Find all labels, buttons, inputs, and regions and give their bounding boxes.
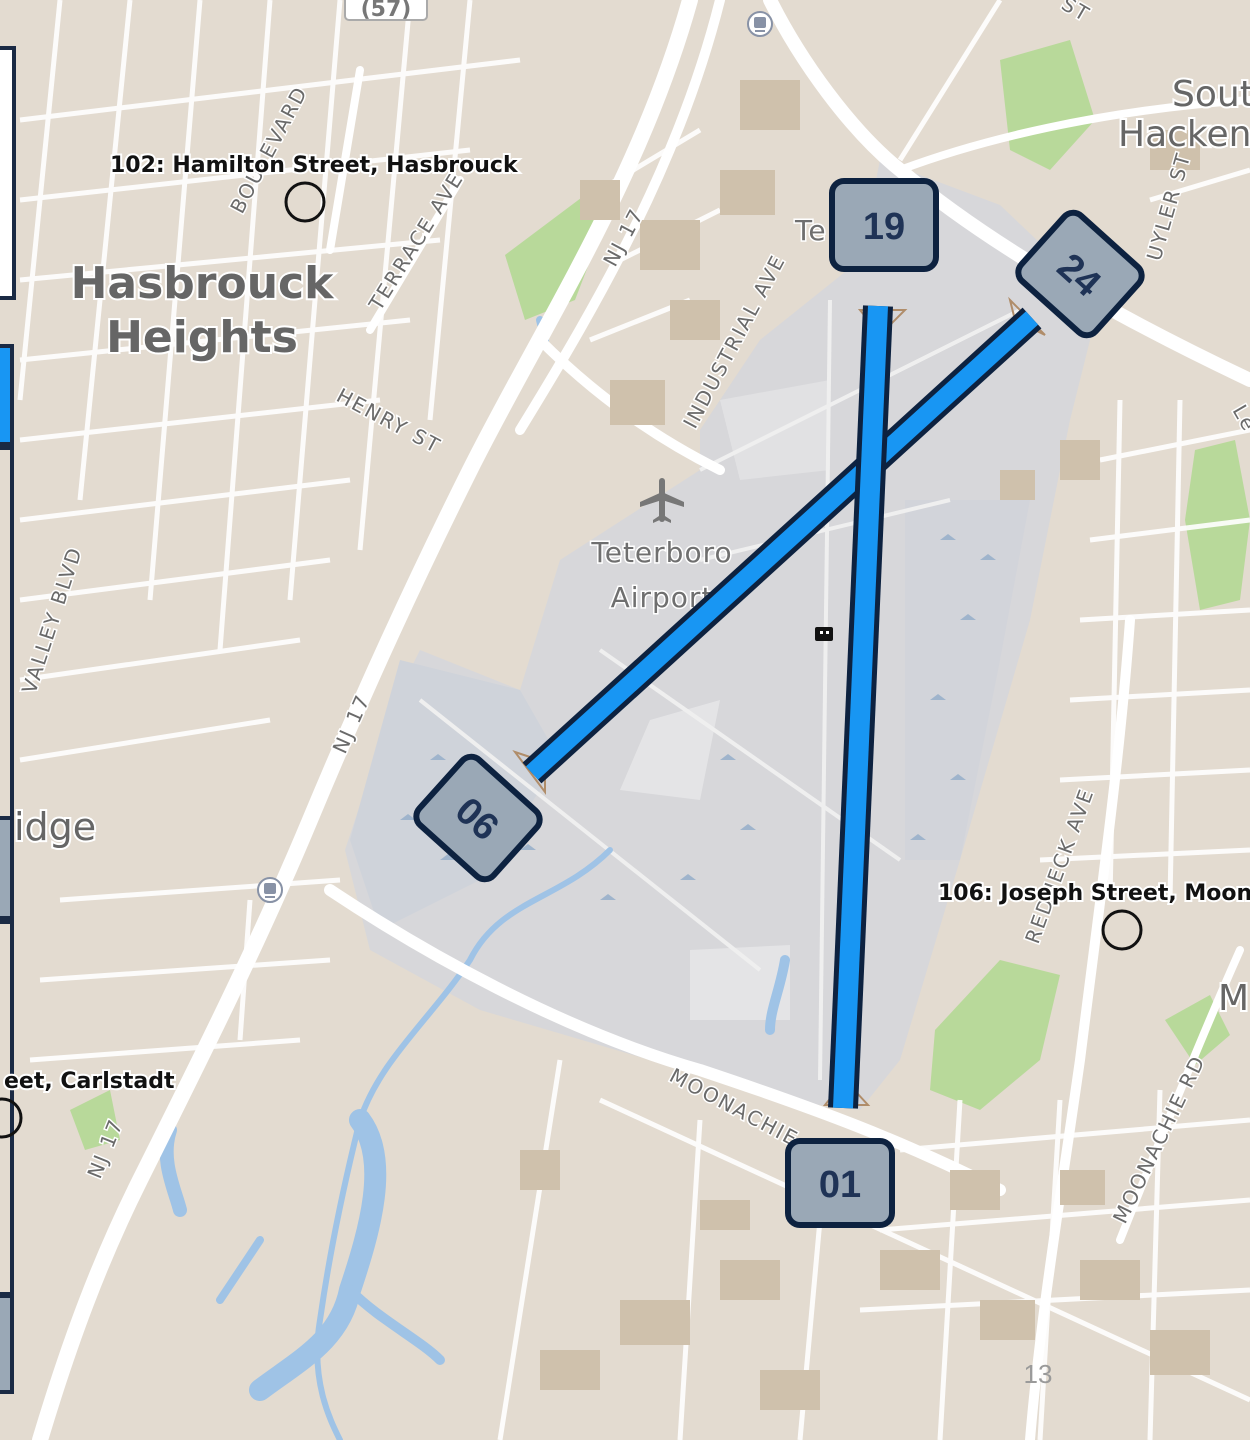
- runway-06-24: [525, 311, 1039, 780]
- runways: [522, 305, 1042, 1109]
- station-marker-icon[interactable]: [1101, 909, 1143, 951]
- station-label-carlstadt: eet, Carlstadt: [4, 1069, 175, 1094]
- airport-name-partial: Te: [794, 214, 827, 247]
- station-marker-icon[interactable]: [284, 181, 326, 223]
- bus-stop-icon: [257, 877, 283, 903]
- partial-label-m: M: [1218, 978, 1249, 1019]
- partial-label-hacken: Hacken: [1118, 114, 1250, 155]
- left-panel-card-5: [0, 1294, 14, 1394]
- left-panel-accent: [0, 344, 14, 446]
- left-panel-card-4: [0, 920, 14, 1296]
- runway-end-labels: 19 01 24 06: [411, 178, 1146, 1228]
- route-shield: (57): [344, 0, 428, 22]
- minor-streets: [17, 0, 1250, 1440]
- runway-label-24[interactable]: 24: [1013, 208, 1146, 340]
- runway-label-19-text: 19: [863, 206, 905, 248]
- left-panel-card-3: [0, 816, 14, 920]
- town-labels: Hasbrouck Heights Sout Hacken idge M: [12, 72, 1250, 1021]
- runway-label-01-text: 01: [819, 1164, 861, 1206]
- airport-name-line1: Teterboro: [590, 536, 732, 569]
- runway-label-19[interactable]: 19: [829, 178, 939, 272]
- town-label-line1: Hasbrouck: [71, 258, 336, 309]
- train-icon: [747, 11, 773, 37]
- left-panel-card-1: [0, 46, 16, 300]
- grass-marks: [400, 534, 996, 900]
- station-marker-icon[interactable]: [0, 1097, 23, 1139]
- tower-icon: [815, 627, 833, 641]
- runway-01-19: [833, 305, 888, 1109]
- buildings: [520, 80, 1210, 1410]
- partial-label-sout: Sout: [1172, 74, 1250, 115]
- left-panel: [0, 46, 16, 1394]
- route-shield-label: (57): [361, 0, 412, 22]
- runway-label-01[interactable]: 01: [785, 1138, 895, 1228]
- page-number: 13: [1024, 1359, 1053, 1389]
- station-label-102: 102: Hamilton Street, Hasbrouck: [110, 153, 519, 178]
- station-markers: 102: Hamilton Street, Hasbrouck 106: Jos…: [0, 151, 1250, 1139]
- left-panel-card-2: [0, 446, 14, 820]
- station-label-106: 106: Joseph Street, Moona: [938, 881, 1250, 906]
- airplane-icon: [640, 478, 684, 523]
- airport-label: Teterboro Airport Te: [589, 213, 827, 616]
- town-label-line2: Heights: [106, 312, 298, 363]
- partial-label-ridge: idge: [14, 805, 96, 849]
- runway-label-06[interactable]: 06: [411, 752, 544, 884]
